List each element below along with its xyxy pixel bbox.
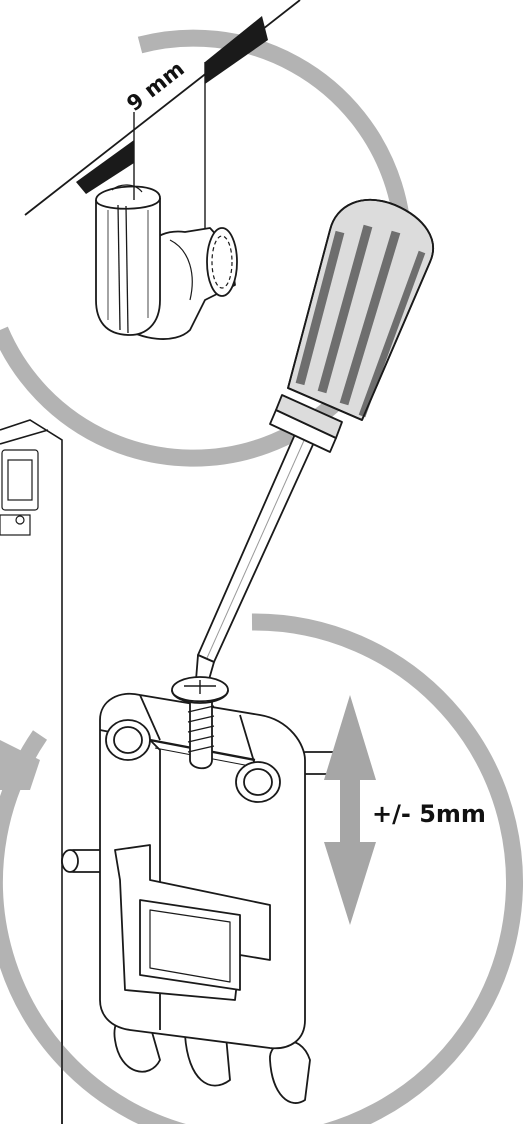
screwdriver-icon [195,199,434,691]
frame-hardware [0,449,39,536]
screw-icon [171,676,229,770]
door-frame [0,419,63,1124]
gap-dimension-label: 9 mm [122,57,189,116]
adjustment-range-label: +/- 5mm [372,800,486,828]
double-arrow-icon [324,695,376,925]
hinge-pin-icon [95,184,238,340]
bracket-icon [61,692,357,1104]
bottom-detail-ring [0,613,523,1124]
dimension-arrow-icon [24,0,301,228]
